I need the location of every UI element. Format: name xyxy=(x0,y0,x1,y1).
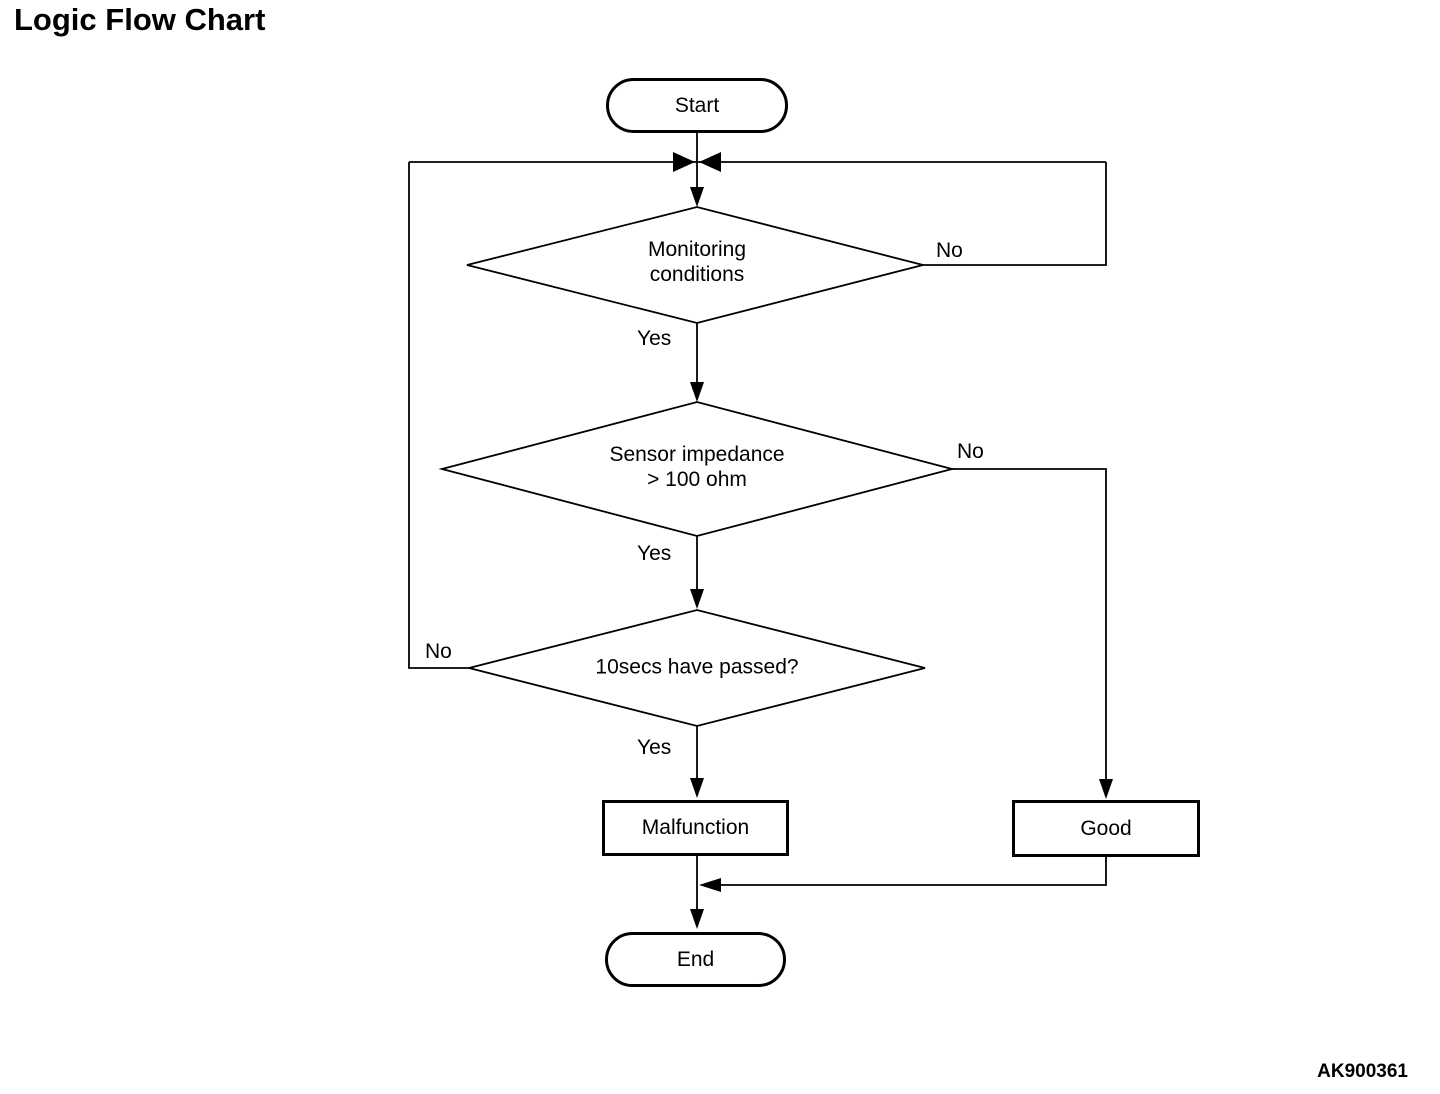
edge-impedance-no xyxy=(952,468,1107,782)
node-start-label: Start xyxy=(674,93,720,117)
arrowhead-good-merge xyxy=(699,878,721,892)
arrowhead-into-monitoring xyxy=(690,187,704,207)
edge-good-to-merge xyxy=(719,857,1107,886)
arrowhead-into-end xyxy=(690,909,704,929)
node-start: Start xyxy=(606,78,788,133)
node-good: Good xyxy=(1012,800,1200,857)
node-malfunction-label: Malfunction xyxy=(641,816,750,839)
edge-monitoring-no-loop xyxy=(923,162,1107,266)
arrowhead-into-malfunction xyxy=(690,778,704,798)
node-end-label: End xyxy=(676,947,715,971)
node-good-label: Good xyxy=(1080,816,1132,840)
arrowhead-merge-left xyxy=(673,152,695,172)
reference-code: AK900361 xyxy=(1317,1061,1408,1082)
edge-timer-no-loop xyxy=(408,162,469,669)
branch-label-timer-yes: Yes xyxy=(637,736,672,759)
node-impedance-label: Sensor impedance > 100 ohm xyxy=(609,442,784,492)
arrowhead-into-good xyxy=(1099,779,1113,799)
arrowhead-merge-right xyxy=(699,152,721,172)
branch-label-impedance-yes: Yes xyxy=(637,542,672,565)
node-monitoring-label-line2: conditions xyxy=(649,263,745,286)
branch-label-monitoring-no: No xyxy=(936,239,963,262)
node-impedance-label-line2: > 100 ohm xyxy=(647,468,747,491)
node-end: End xyxy=(605,932,786,987)
node-monitoring-label-line1: Monitoring xyxy=(647,238,747,261)
branch-label-timer-no: No xyxy=(425,640,452,663)
branch-label-impedance-no: No xyxy=(957,440,984,463)
node-timer-label-line: 10secs have passed? xyxy=(595,655,799,679)
node-impedance-label-line1: Sensor impedance xyxy=(609,443,785,466)
arrowhead-into-impedance xyxy=(690,382,704,402)
page-title: Logic Flow Chart xyxy=(14,2,266,37)
arrowhead-into-timer xyxy=(690,589,704,609)
node-monitoring-label: Monitoring conditions xyxy=(648,237,746,287)
decision-impedance-shape xyxy=(438,401,956,537)
decision-monitoring-shape xyxy=(466,206,924,324)
branch-label-monitoring-yes: Yes xyxy=(637,327,672,350)
decision-timer-shape xyxy=(468,609,926,727)
node-malfunction: Malfunction xyxy=(602,800,789,856)
node-timer-label: 10secs have passed? xyxy=(595,655,798,680)
